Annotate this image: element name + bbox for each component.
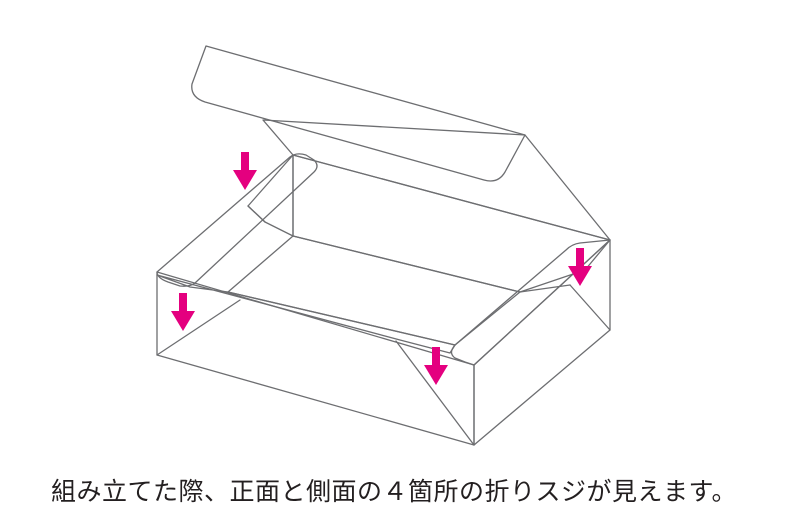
lid-inner-surface bbox=[262, 119, 611, 241]
arrow-down-icon bbox=[233, 152, 257, 190]
box-illustration bbox=[156, 45, 611, 446]
caption-text: 組み立てた際、正面と側面の４箇所の折りスジが見えます。 bbox=[50, 477, 737, 506]
arrow-down-icon bbox=[568, 248, 592, 286]
interior-floor bbox=[227, 235, 521, 346]
interior-floor-front-strip bbox=[156, 274, 456, 354]
arrow-down-icon bbox=[424, 347, 448, 385]
lid-flap bbox=[191, 45, 526, 182]
interior-left-wall bbox=[247, 154, 294, 237]
arrow-down-icon bbox=[171, 293, 195, 331]
left-dust-flap bbox=[156, 153, 318, 287]
interior-back-wall bbox=[292, 154, 611, 293]
front-face bbox=[156, 271, 475, 446]
right-dust-flap bbox=[450, 239, 611, 366]
